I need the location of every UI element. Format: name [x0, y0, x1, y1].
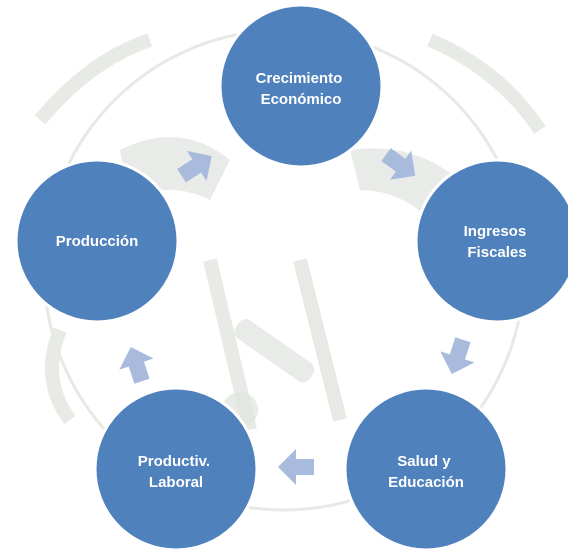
arrow-ingresos-to-salud — [440, 337, 475, 375]
cycle-arrows — [119, 148, 475, 485]
node-productiv-line2: Laboral — [149, 474, 203, 491]
svg-text:Crecimiento Económico: Crecimiento Económico — [256, 70, 347, 108]
node-ingresos-fiscales: Ingresos Fiscales — [414, 158, 568, 324]
node-crecimiento-line2: Económico — [261, 91, 342, 108]
arrow-salud-to-productiv — [278, 449, 314, 485]
node-produccion-line1: Producción — [56, 233, 139, 250]
node-crecimiento-economico: Crecimiento Económico — [218, 3, 384, 169]
node-ingresos-line2: Fiscales — [467, 244, 526, 261]
node-crecimiento-line1: Crecimiento — [256, 70, 343, 87]
node-productiv-line1: Productiv. — [138, 453, 210, 470]
arrow-crecimiento-to-ingresos — [381, 148, 416, 180]
node-salud-line1: Salud y — [397, 453, 451, 470]
svg-text:Productiv. Laboral: Productiv. Laboral — [138, 453, 214, 491]
node-productiv-laboral: Productiv. Laboral — [93, 386, 259, 551]
svg-text:Salud y Educación: Salud y Educación — [388, 453, 464, 491]
node-ingresos-line1: Ingresos — [464, 223, 527, 240]
node-salud-line2: Educación — [388, 474, 464, 491]
node-produccion: Producción — [14, 158, 180, 324]
arrow-produccion-to-crecimiento — [177, 150, 212, 183]
svg-text:Producción: Producción — [56, 233, 139, 250]
svg-text:Ingresos Fiscales: Ingresos Fiscales — [464, 223, 531, 261]
node-salud-educacion: Salud y Educación — [343, 386, 509, 551]
arrow-productiv-to-produccion — [119, 346, 154, 384]
